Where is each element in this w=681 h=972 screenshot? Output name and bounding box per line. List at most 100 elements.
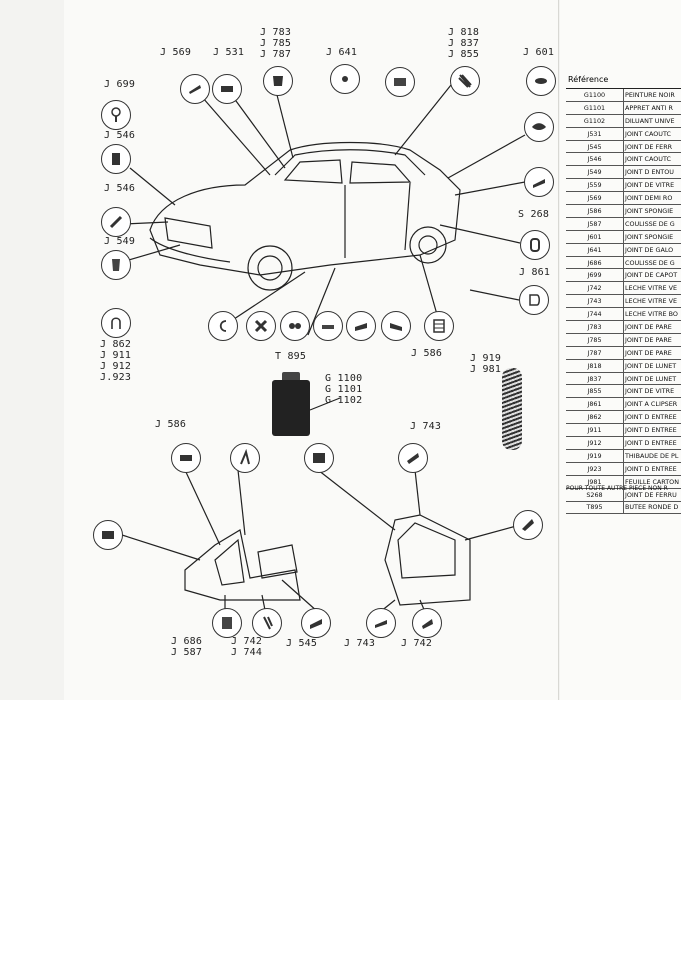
part-code: J699	[566, 268, 624, 283]
seal-callout-icon	[524, 167, 554, 197]
part-code: G1101	[566, 101, 624, 115]
seal-callout-icon	[101, 250, 131, 280]
part-code: J686	[566, 256, 624, 270]
car-wheel-rear	[409, 226, 447, 264]
seal-callout-icon	[524, 112, 554, 142]
part-code: G1102	[566, 114, 624, 128]
seal-callout-icon	[212, 74, 242, 104]
part-code: T895	[566, 501, 624, 515]
part-code: J641	[566, 243, 624, 257]
seal-callout-icon	[301, 608, 331, 638]
part-description: JOINT DE GALO	[623, 243, 681, 257]
part-description: THIBAUDE DE PL	[623, 449, 681, 463]
seal-callout-icon	[346, 311, 376, 341]
part-description: PEINTURE NOIR	[623, 88, 681, 102]
part-code: J559	[566, 178, 624, 193]
part-code: J923	[566, 462, 624, 476]
part-description: JOINT A CLIPSER	[623, 397, 681, 412]
seal-callout-icon	[526, 66, 556, 96]
part-label: J 549	[104, 236, 136, 247]
diagram-linework	[114, 79, 526, 613]
paint-can	[272, 380, 310, 436]
part-description: COULISSE DE G	[623, 217, 681, 231]
car-door-line	[344, 182, 411, 258]
part-description: JOINT DE CAPOT	[623, 268, 681, 283]
part-code: G1100	[566, 88, 624, 102]
part-label: J 699	[104, 79, 136, 90]
part-label: J 546	[104, 183, 136, 194]
seal-callout-icon	[513, 510, 543, 540]
car-bumper	[149, 237, 231, 263]
parts-diagram-page	[64, 0, 559, 700]
part-code: J744	[566, 307, 624, 322]
seal-callout-icon	[424, 311, 454, 341]
part-description: JOINT D ENTREE	[623, 423, 681, 438]
part-description: JOINT DE PARE	[623, 320, 681, 334]
part-description: FEUILLE CARTON	[623, 475, 681, 489]
seal-callout-icon	[366, 608, 396, 638]
seal-callout-icon	[180, 74, 210, 104]
part-description: JOINT DE VITRE	[623, 178, 681, 193]
part-code: J787	[566, 346, 624, 360]
part-label: J 601	[523, 47, 555, 58]
car-body-outline	[149, 141, 461, 276]
part-description: APPRET ANTI R	[623, 101, 681, 115]
seal-callout-icon	[208, 311, 238, 341]
seal-callout-icon	[263, 66, 293, 96]
rear-door-drawing	[184, 529, 301, 601]
part-description: BUTEE RONDE D	[623, 501, 681, 515]
seal-callout-icon	[101, 207, 131, 237]
part-description: COULISSE DE G	[623, 256, 681, 270]
part-code: J785	[566, 333, 624, 347]
part-description: JOINT D ENTOU	[623, 165, 681, 180]
seal-callout-icon	[101, 144, 131, 174]
reference-header: Référence	[566, 70, 681, 89]
part-description: JOINT DE VITRE	[623, 384, 681, 399]
car-window-front	[283, 159, 343, 184]
seal-callout-icon	[230, 443, 260, 473]
part-description: JOINT SPONGIE	[623, 204, 681, 218]
part-label: J 743	[344, 638, 376, 649]
car-wheel-front	[247, 245, 293, 291]
part-label: J 742	[401, 638, 433, 649]
seal-callout-icon	[93, 520, 123, 550]
part-description: JOINT DEMI RO	[623, 191, 681, 206]
part-code: J837	[566, 372, 624, 386]
part-code: J549	[566, 165, 624, 180]
part-label: J 743	[410, 421, 442, 432]
part-code: J861	[566, 397, 624, 412]
seal-callout-icon	[304, 443, 334, 473]
part-code: J531	[566, 127, 624, 141]
part-description: JOINT CAOUTC	[623, 152, 681, 167]
seal-callout-icon	[212, 608, 242, 638]
part-description: JOINT D ENTREE	[623, 410, 681, 425]
part-code: J569	[566, 191, 624, 206]
seal-callout-icon	[246, 311, 276, 341]
part-code: J587	[566, 217, 624, 231]
front-door-drawing	[384, 514, 471, 606]
part-label: J 586	[155, 419, 187, 430]
part-description: JOINT D ENTREE	[623, 462, 681, 476]
